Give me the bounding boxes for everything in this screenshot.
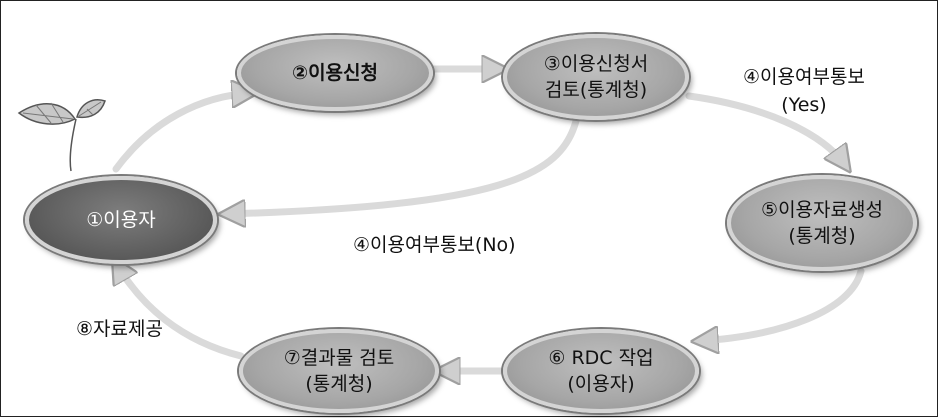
label-notify-yes: ④이용여부통보 (Yes) bbox=[743, 65, 865, 117]
node-generate-line2: (통계청) bbox=[788, 225, 856, 247]
arrow-review-to-generate bbox=[685, 92, 846, 166]
node-apply: ②이용신청 bbox=[237, 35, 433, 111]
node-rdc-line2: (이용자) bbox=[567, 373, 635, 395]
node-review: ③이용신청서 검토(통계청) bbox=[503, 34, 689, 120]
node-generate: ⑤이용자료생성 (통계청) bbox=[727, 175, 917, 271]
node-rdc: ⑥ RDC 작업 (이용자) bbox=[503, 329, 699, 413]
node-apply-label: ②이용신청 bbox=[291, 62, 378, 84]
node-user: ①이용자 bbox=[25, 176, 217, 264]
label-notify-no: ④이용여부통보(No) bbox=[353, 234, 516, 256]
node-review-line2: 검토(통계청) bbox=[544, 79, 648, 101]
arrow-review-to-user-no bbox=[226, 117, 580, 214]
label-notify-yes-line2: (Yes) bbox=[781, 94, 827, 116]
label-provide: ⑧자료제공 bbox=[76, 318, 163, 340]
node-generate-line1: ⑤이용자료생성 bbox=[761, 199, 883, 221]
label-notify-yes-line1: ④이용여부통보 bbox=[743, 66, 865, 88]
node-review-line1: ③이용신청서 bbox=[543, 53, 649, 75]
node-result-line1: ⑦결과물 검토 bbox=[283, 347, 395, 369]
arrow-result-to-user bbox=[116, 263, 245, 360]
sprout-icon bbox=[17, 99, 106, 172]
node-result-line2: (통계청) bbox=[305, 373, 373, 395]
node-rdc-line1: ⑥ RDC 작업 bbox=[548, 347, 654, 369]
node-user-label: ①이용자 bbox=[86, 209, 156, 231]
arrow-generate-to-rdc bbox=[699, 267, 865, 341]
node-result: ⑦결과물 검토 (통계청) bbox=[239, 329, 439, 413]
arrow-user-to-apply bbox=[112, 93, 251, 173]
